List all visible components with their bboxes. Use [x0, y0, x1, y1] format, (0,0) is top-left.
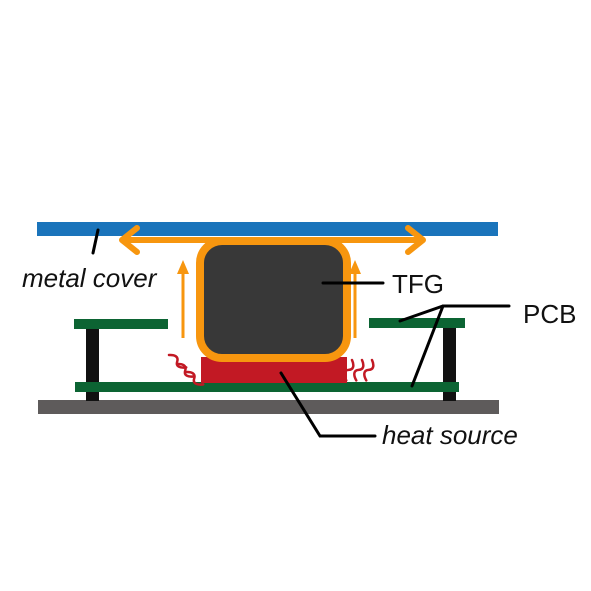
base-plate	[38, 400, 499, 414]
label-heat-source: heat source	[382, 420, 518, 450]
tfg-block	[196, 237, 351, 362]
label-metal-cover: metal cover	[22, 263, 158, 293]
heat-flow-arrow-left	[177, 260, 189, 338]
label-tfg: TFG	[392, 269, 444, 299]
pcb-top-left	[74, 319, 168, 329]
heat-spread-arrow	[119, 225, 426, 255]
pcb-top-right	[369, 318, 465, 328]
leader-metal-cover	[91, 228, 100, 255]
metal-cover	[37, 222, 498, 236]
label-pcb: PCB	[523, 299, 576, 329]
leader-pcb-bottom	[410, 304, 445, 388]
leader-heat-source	[279, 371, 377, 438]
pcb-bottom	[75, 382, 459, 392]
